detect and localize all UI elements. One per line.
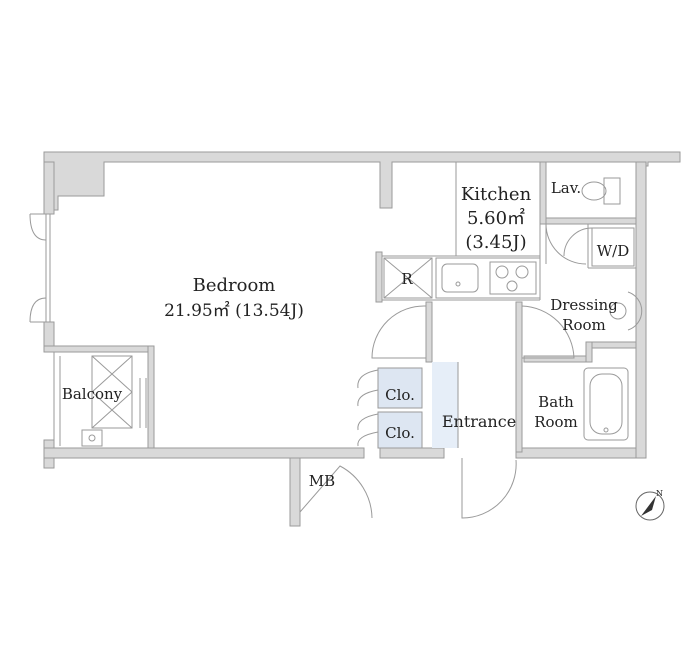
closet-label-2: Clo.: [385, 424, 415, 442]
entrance-floor: [432, 362, 458, 448]
svg-text:N: N: [656, 489, 663, 498]
bedroom-area: 21.95㎡ (13.54J): [164, 301, 304, 321]
closet-top: [377, 367, 423, 409]
bathtub-icon: [583, 367, 629, 441]
kitchen-name: Kitchen: [461, 184, 532, 205]
balcony-label: Balcony: [62, 385, 123, 403]
bedroom-name: Bedroom: [193, 275, 276, 296]
bath-label-1: Bath: [538, 393, 574, 411]
balcony-outdoor-unit: [81, 355, 133, 447]
walls: [43, 151, 681, 527]
washer-space: [591, 227, 635, 267]
stove-icon: [489, 261, 537, 295]
lav-label: Lav.: [551, 179, 581, 197]
fridge-label: R: [401, 270, 413, 288]
toilet-icon: [581, 177, 621, 205]
room-labels: Bedroom 21.95㎡ (13.54J) Kitchen 5.60㎡ (3…: [62, 179, 629, 490]
kitchen-jo: (3.45J): [465, 232, 526, 253]
mb-label: MB: [309, 472, 335, 490]
kitchen-counter: [383, 257, 541, 299]
compass-icon: N: [635, 489, 665, 521]
sink-icon: [441, 263, 479, 293]
entrance-label: Entrance: [442, 412, 516, 431]
inner-lines: [53, 162, 636, 446]
doors: [29, 213, 593, 519]
closet-label-1: Clo.: [385, 386, 415, 404]
kitchen-area: 5.60㎡: [467, 207, 525, 229]
bath-label-2: Room: [534, 413, 578, 431]
dressing-label-1: Dressing: [550, 296, 618, 314]
basin-icon: [609, 291, 643, 331]
dressing-label-2: Room: [562, 316, 606, 334]
wd-label: W/D: [597, 242, 630, 260]
closet-bottom: [377, 411, 423, 449]
